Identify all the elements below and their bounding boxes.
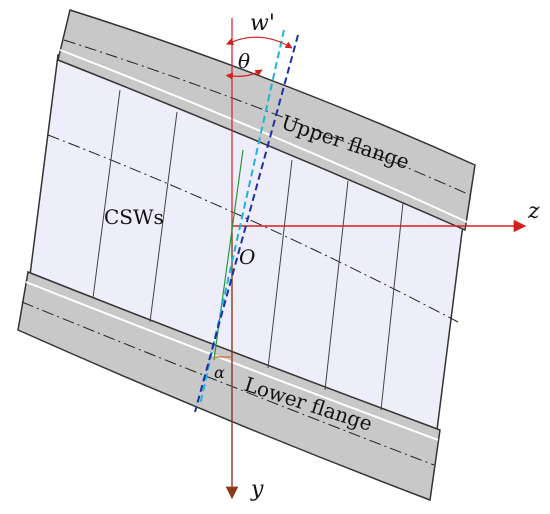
upper-flange-centerline xyxy=(63,39,471,196)
csw-divider xyxy=(380,202,404,411)
lower-flange-inner-edge xyxy=(25,281,439,441)
lower-flange-centerline xyxy=(21,301,435,466)
csw-divider xyxy=(324,180,349,391)
csw-divider xyxy=(267,159,293,369)
alpha-label: α xyxy=(214,363,225,382)
csw-divider-lines xyxy=(92,89,404,411)
lower-flange xyxy=(17,270,441,502)
deformed-line-light xyxy=(199,29,285,406)
origin-label: O xyxy=(239,245,255,269)
upper-flange xyxy=(57,9,476,232)
theta-arc-outer xyxy=(225,36,293,49)
theta-label: θ xyxy=(238,49,250,73)
y-axis-label: y xyxy=(250,477,264,502)
upper-flange-inner-edge xyxy=(59,49,468,223)
csws-label: CSWs xyxy=(104,205,164,229)
deformed-line-dark xyxy=(194,34,299,413)
z-axis-label: z xyxy=(527,199,540,224)
csw-divider xyxy=(149,111,178,323)
w-prime-label: w' xyxy=(250,11,275,36)
web-centerline xyxy=(47,134,459,323)
theta-arc-inner xyxy=(225,69,263,80)
csw-divider xyxy=(92,89,121,299)
